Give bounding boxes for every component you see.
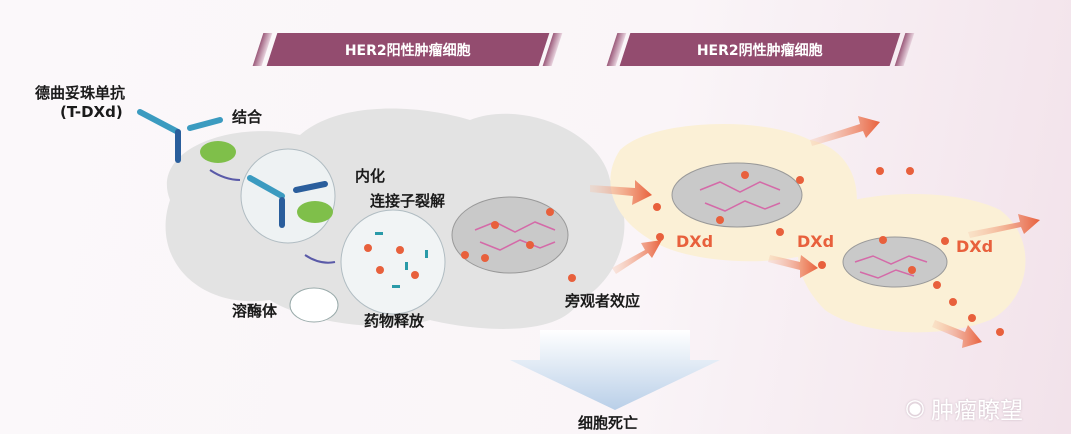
dxd-label: DXd bbox=[956, 237, 994, 256]
her2-receptor bbox=[297, 201, 333, 223]
her2-negative-banner: HER2阴性肿瘤细胞 bbox=[619, 33, 901, 66]
cell-death-arrow bbox=[510, 330, 720, 410]
linker-cleavage-label: 连接子裂解 bbox=[370, 192, 446, 210]
weibo-icon: ◉ bbox=[905, 395, 926, 421]
cell-death-label: 细胞死亡 bbox=[578, 414, 639, 432]
nucleus bbox=[451, 196, 569, 274]
banner-text: HER2阳性肿瘤细胞 bbox=[345, 42, 471, 59]
bystander-arrows bbox=[590, 116, 1040, 348]
watermark: ◉ 肿瘤瞭望 bbox=[905, 391, 1023, 425]
her2-positive-banner: HER2阳性肿瘤细胞 bbox=[266, 33, 550, 66]
lysosome bbox=[289, 287, 339, 323]
bystander-effect-label: 旁观者效应 bbox=[565, 292, 641, 310]
binding-label: 结合 bbox=[232, 108, 263, 126]
process-arrows bbox=[209, 169, 336, 264]
watermark-text: 肿瘤瞭望 bbox=[931, 398, 1024, 424]
dxd-label: DXd bbox=[676, 232, 714, 251]
linker-fragments bbox=[375, 232, 428, 288]
drug-abbr-label: (T-DXd) bbox=[60, 103, 123, 121]
endosome bbox=[240, 148, 336, 244]
her2-receptor bbox=[200, 141, 236, 163]
lysosome-label: 溶酶体 bbox=[232, 302, 278, 320]
drug-name-label: 德曲妥珠单抗 bbox=[35, 84, 126, 102]
release-vesicle bbox=[340, 209, 446, 315]
nucleus bbox=[671, 162, 803, 228]
dxd-label: DXd bbox=[797, 232, 835, 251]
antibody bbox=[137, 109, 328, 228]
drug-release-label: 药物释放 bbox=[364, 312, 425, 330]
banner-text: HER2阴性肿瘤细胞 bbox=[697, 42, 823, 59]
dxd-payload bbox=[364, 167, 1004, 336]
internalization-label: 内化 bbox=[355, 167, 386, 185]
